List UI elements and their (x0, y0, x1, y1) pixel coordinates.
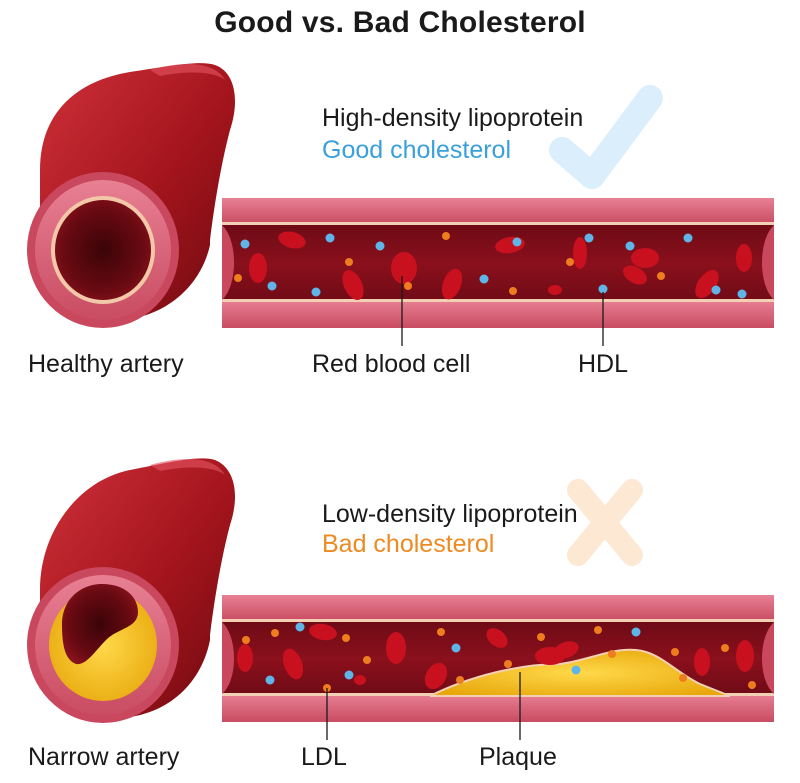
checkmark-icon (549, 85, 663, 189)
ldl-particle (504, 660, 512, 668)
red-blood-cell-label: Red blood cell (312, 350, 471, 378)
ldl-particle (456, 676, 464, 684)
ldl-heading: Low-density lipoprotein (322, 500, 578, 528)
ldl-particle (442, 232, 450, 240)
plaque-deposit (429, 648, 731, 697)
hdl-particles (240, 233, 747, 299)
hdl-particle (265, 675, 275, 685)
hdl-heading: High-density lipoprotein (322, 104, 584, 132)
page-title: Good vs. Bad Cholesterol (214, 6, 586, 39)
ldl-particle (509, 287, 517, 295)
hdl-particle (571, 665, 581, 675)
hdl-particle (584, 233, 594, 243)
ldl-particle (363, 656, 371, 664)
red-blood-cell (424, 662, 448, 690)
ldl-particle (437, 628, 445, 636)
ldl-label: LDL (301, 743, 347, 771)
hdl-particle (631, 627, 641, 637)
red-blood-cell (631, 248, 659, 268)
rbc-group-top (249, 231, 752, 300)
ldl-particle (657, 272, 665, 280)
red-blood-cell (573, 237, 587, 269)
plaque-label: Plaque (479, 743, 557, 771)
hdl-particle (267, 281, 277, 291)
hdl-particles-bottom (265, 622, 641, 685)
hdl-particle (711, 285, 721, 295)
red-blood-cell (548, 285, 562, 295)
hdl-particle (451, 643, 461, 653)
hdl-particle (295, 622, 305, 632)
ldl-particle (594, 626, 602, 634)
narrow-artery-label: Narrow artery (28, 743, 180, 771)
ldl-particle (242, 636, 250, 644)
red-blood-cell (441, 268, 463, 300)
narrow-vessel (222, 595, 774, 722)
red-blood-cell (342, 270, 364, 300)
rbc-group-bottom (237, 623, 754, 690)
ldl-particle (671, 648, 679, 656)
hdl-particle (240, 239, 250, 249)
ldl-particle (234, 274, 242, 282)
hdl-particle (512, 237, 522, 247)
hdl-particle (325, 233, 335, 243)
cross-icon (567, 479, 643, 566)
bad-cholesterol-label: Bad cholesterol (322, 530, 495, 558)
red-blood-cell (736, 244, 752, 272)
hdl-particle (737, 289, 747, 299)
red-blood-cell (391, 252, 417, 284)
ldl-particle (342, 634, 350, 642)
hdl-particle (375, 241, 385, 251)
red-blood-cell (354, 675, 366, 685)
red-blood-cell (694, 648, 710, 676)
hdl-particle (625, 241, 635, 251)
ldl-particle (271, 629, 279, 637)
healthy-vessel (222, 198, 774, 328)
hdl-particle (598, 284, 608, 294)
red-blood-cell (623, 265, 647, 285)
ldl-particle (566, 258, 574, 266)
red-blood-cell (553, 641, 579, 659)
red-blood-cell (386, 632, 406, 664)
narrow-artery (27, 458, 235, 723)
red-blood-cell (278, 231, 306, 249)
healthy-artery (27, 63, 235, 328)
red-blood-cell (249, 253, 267, 283)
red-blood-cell (309, 623, 337, 641)
hdl-particle (311, 287, 321, 297)
ldl-particle (345, 258, 353, 266)
hdl-particle (683, 233, 693, 243)
ldl-particle (748, 681, 756, 689)
ldl-particle (721, 644, 729, 652)
hdl-particle (479, 274, 489, 284)
ldl-particles-top (234, 232, 665, 295)
ldl-particle (404, 282, 412, 290)
ldl-particle (608, 650, 616, 658)
ldl-particle (537, 633, 545, 641)
healthy-artery-label: Healthy artery (28, 350, 184, 378)
hdl-label: HDL (578, 350, 629, 378)
ldl-particles (242, 626, 756, 692)
red-blood-cell (486, 628, 508, 648)
ldl-particle (679, 674, 687, 682)
red-blood-cell (282, 648, 304, 680)
hdl-particle (344, 670, 354, 680)
red-blood-cell (237, 644, 253, 672)
red-blood-cell (736, 640, 754, 672)
good-cholesterol-label: Good cholesterol (322, 136, 512, 164)
